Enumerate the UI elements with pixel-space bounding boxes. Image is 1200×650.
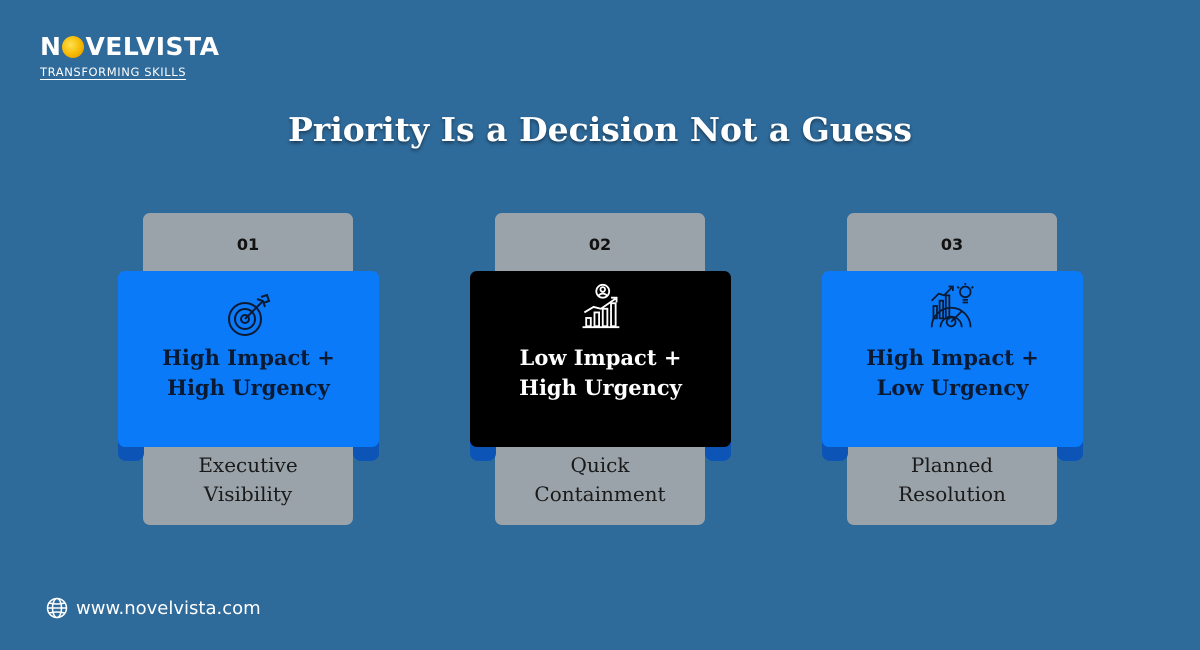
card-number: 03 xyxy=(940,235,964,254)
gauge-lightbulb-icon xyxy=(930,283,974,328)
card-bottom-tab xyxy=(143,435,353,525)
priority-card-3: 03 High Impact +Low Urgen xyxy=(822,213,1086,527)
card-band: High Impact +High Urgency xyxy=(118,271,379,447)
card-heading: High Impact +Low Urgency xyxy=(866,345,1039,400)
growth-chart-icon xyxy=(582,283,620,329)
page-title: Priority Is a Decision Not a Guess xyxy=(288,110,912,149)
card-bottom-tab xyxy=(495,435,705,525)
footer: www.novelvista.com xyxy=(46,597,261,619)
target-icon xyxy=(228,293,271,336)
sun-icon xyxy=(62,36,85,58)
card-number: 01 xyxy=(236,235,260,254)
card-band: Low Impact +High Urgency xyxy=(470,271,731,447)
card-number: 02 xyxy=(588,235,612,254)
card-heading: High Impact +High Urgency xyxy=(162,345,335,400)
website-link[interactable]: www.novelvista.com xyxy=(76,597,261,619)
card-band: High Impact +Low Urgency xyxy=(822,271,1083,447)
card-heading: Low Impact +High Urgency xyxy=(519,345,682,400)
brand-tagline: TRANSFORMING SKILLS xyxy=(40,65,187,80)
card-bottom-tab xyxy=(847,435,1057,525)
globe-icon xyxy=(46,597,68,619)
